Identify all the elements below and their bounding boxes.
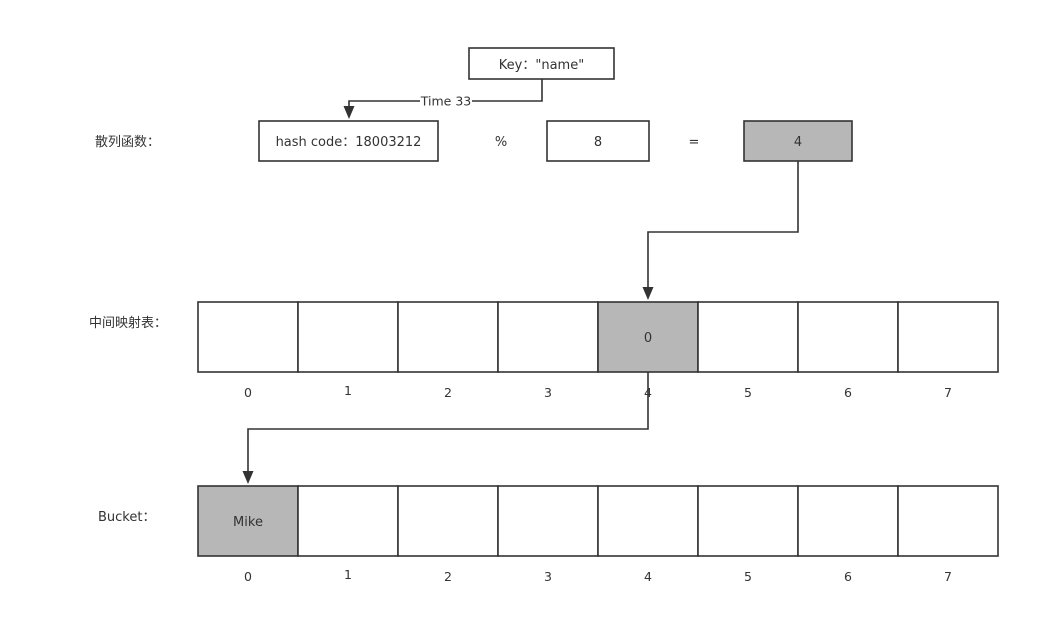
equals-symbol: =	[689, 135, 700, 150]
edge-result-mapping-arrowhead	[642, 287, 654, 300]
edge-result-to-mapping	[642, 161, 799, 300]
edge-key-hashcode-arrowhead	[343, 106, 355, 119]
bucket-cell-5	[697, 485, 799, 557]
edge-mapping-to-bucket	[242, 372, 649, 484]
bucket-index-2: 2	[444, 569, 452, 584]
edge-result-mapping-line	[647, 161, 799, 289]
result-text: 4	[794, 135, 802, 150]
bucket-cell-text-0: Mike	[233, 515, 263, 530]
mapping-table-index-0: 0	[244, 385, 252, 400]
mapping-table-index-2: 2	[444, 385, 452, 400]
mapping-table-label: 中间映射表：	[89, 315, 167, 331]
key-box	[468, 47, 615, 80]
hash-function-row: 散列函数： hash code：18003212 % 8 = 4	[95, 120, 853, 162]
hash-function-label: 散列函数：	[95, 135, 160, 150]
mapping-table-cell-7	[897, 301, 999, 373]
divisor-box	[546, 120, 650, 162]
modulo-symbol: %	[495, 135, 507, 150]
mapping-table-index-7: 7	[944, 385, 952, 400]
edge-label-bg	[420, 93, 472, 108]
mapping-table-cell-1	[297, 301, 399, 373]
divisor-text: 8	[594, 135, 602, 150]
mapping-table-index-3: 3	[544, 385, 552, 400]
bucket-index-3: 3	[544, 569, 552, 584]
bucket-index-0: 0	[244, 569, 252, 584]
mapping-table-cell-5	[697, 301, 799, 373]
mapping-table-cell-4	[597, 301, 699, 373]
key-node: Key："name"	[468, 47, 615, 80]
mapping-table-index-1: 1	[344, 383, 352, 398]
mapping-table-cells: 0	[197, 301, 999, 373]
bucket-index-4: 4	[644, 569, 652, 584]
bucket-label: Bucket：	[98, 510, 155, 525]
mapping-table-cell-3	[497, 301, 599, 373]
mapping-table-cell-6	[797, 301, 899, 373]
key-text: Key："name"	[499, 58, 584, 73]
bucket-cell-6	[797, 485, 899, 557]
bucket-indices: 0 1 2 3 4 5 6 7	[244, 567, 952, 584]
mapping-table-cell-text-4: 0	[644, 331, 652, 346]
mapping-table-index-6: 6	[844, 385, 852, 400]
bucket-index-7: 7	[944, 569, 952, 584]
mapping-table-cell-2	[397, 301, 499, 373]
bucket-table: Bucket： Mike 0 1 2 3 4 5 6 7	[98, 485, 999, 584]
hash-code-text: hash code：18003212	[276, 135, 422, 150]
edge-mapping-bucket-arrowhead	[242, 471, 254, 484]
result-box	[743, 120, 853, 162]
edge-key-to-hashcode: Time 33	[343, 79, 543, 119]
bucket-index-5: 5	[744, 569, 752, 584]
edge-label-time33: Time 33	[420, 94, 471, 109]
edge-mapping-bucket-line	[247, 372, 649, 473]
hash-code-box	[258, 120, 439, 162]
bucket-index-6: 6	[844, 569, 852, 584]
bucket-cells: Mike	[197, 485, 999, 557]
bucket-cell-4	[597, 485, 699, 557]
bucket-cell-3	[497, 485, 599, 557]
bucket-cell-2	[397, 485, 499, 557]
bucket-cell-7	[897, 485, 999, 557]
mapping-table-cell-0	[197, 301, 299, 373]
bucket-cell-1	[297, 485, 399, 557]
bucket-index-1: 1	[344, 567, 352, 582]
mapping-table-index-5: 5	[744, 385, 752, 400]
